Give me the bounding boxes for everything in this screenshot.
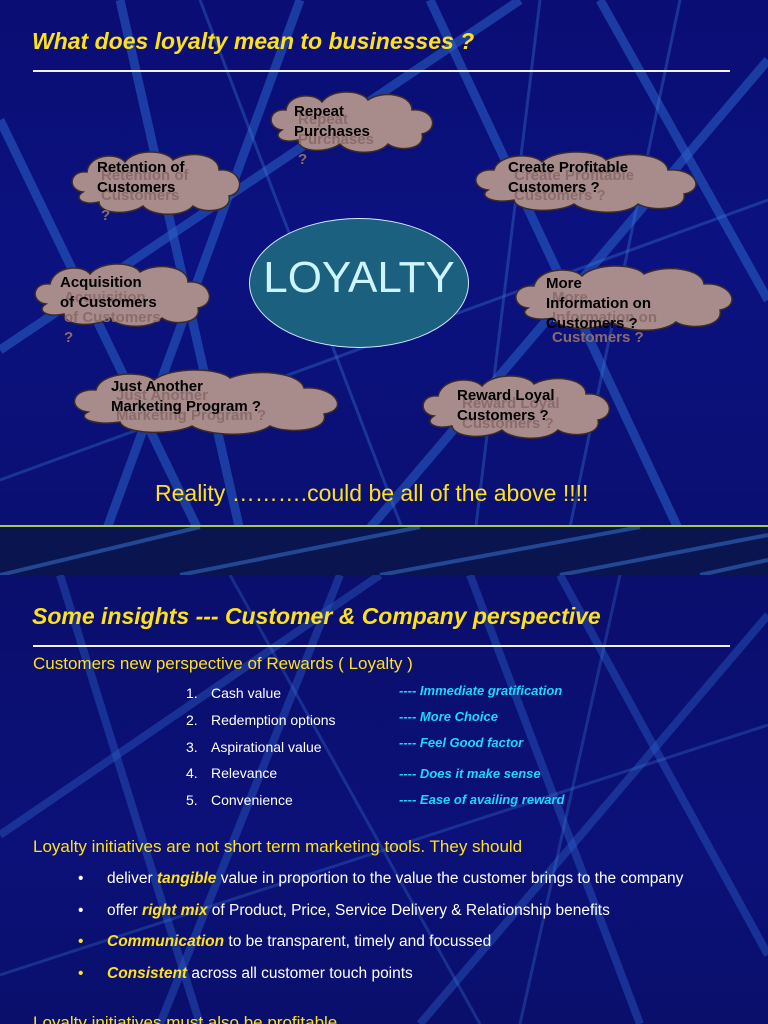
background-light-streaks xyxy=(0,0,768,575)
cloud-label: Create Profitable Customers ? xyxy=(508,159,629,196)
title-divider xyxy=(33,70,730,72)
cloud-shadow-text: Just Another Marketing Program ? xyxy=(116,387,267,424)
list-number: 1. xyxy=(186,685,198,701)
cloud-label: Just Another Marketing Program ? xyxy=(111,378,262,415)
bullet-item: • offer right mix of Product, Price, Serv… xyxy=(78,902,610,920)
cloud-shape xyxy=(475,151,697,213)
bullet-pre: deliver xyxy=(107,870,157,887)
cloud-marketing-program: Just Another Marketing Program ? Just An… xyxy=(64,362,354,440)
bullet-pre: offer xyxy=(107,902,143,919)
initiatives-heading: Loyalty initiatives are not short term m… xyxy=(33,837,523,856)
cloud-more-information: More Information on Customers ? More Inf… xyxy=(506,258,746,346)
list-label: Redemption options xyxy=(211,712,336,728)
cloud-shape xyxy=(34,263,211,327)
title-divider xyxy=(33,645,730,647)
slide-separator-line xyxy=(0,525,768,527)
cloud-shape xyxy=(71,151,241,215)
rewards-perspective-heading: Customers new perspective of Rewards ( L… xyxy=(33,654,413,673)
bullet-post: value in proportion to the value the cus… xyxy=(216,870,684,887)
cloud-shadow-text: Retention of Customers ? xyxy=(101,167,189,224)
list-item: 1. Cash value xyxy=(186,685,281,701)
cloud-shape xyxy=(422,375,610,439)
list-item: 4. Relevance xyxy=(186,765,277,781)
list-item: 3. Aspirational value xyxy=(186,739,322,755)
bullet-marker: • xyxy=(78,902,84,919)
list-note: ---- More Choice xyxy=(399,709,498,724)
list-note: ---- Immediate gratification xyxy=(399,683,563,698)
cloud-repeat-purchases: Repeat Purchases ? Repeat Purchases xyxy=(262,86,442,168)
list-note: ---- Does it make sense xyxy=(399,766,541,781)
bullet-highlight: Consistent xyxy=(107,965,188,982)
slide-loyalty-meaning: What does loyalty mean to businesses ? R… xyxy=(0,0,768,575)
slide-title: Some insights --- Customer & Company per… xyxy=(32,603,601,629)
list-number: 2. xyxy=(186,712,198,728)
list-number: 4. xyxy=(186,765,198,781)
list-item: 2. Redemption options xyxy=(186,712,336,728)
bullet-item: • Consistent across all customer touch po… xyxy=(78,965,413,983)
bullet-marker: • xyxy=(78,933,84,950)
cloud-retention: Retention of Customers ? Retention of Cu… xyxy=(63,144,251,224)
bullet-post: of Product, Price, Service Delivery & Re… xyxy=(207,902,610,919)
cloud-shape xyxy=(73,369,339,435)
cloud-shadow-text: Repeat Purchases ? xyxy=(298,111,374,168)
cloud-shape xyxy=(515,265,733,331)
list-note: ---- Feel Good factor xyxy=(399,735,524,750)
list-note: ---- Ease of availing reward xyxy=(399,792,565,807)
cloud-label: Acquisition of Customers xyxy=(60,274,157,311)
bullet-marker: • xyxy=(78,870,84,887)
bullet-highlight: right mix xyxy=(142,902,208,919)
loyalty-center-label: LOYALTY xyxy=(263,253,455,302)
slide-insights: Some insights --- Customer & Company per… xyxy=(0,575,768,1024)
list-number: 5. xyxy=(186,792,198,808)
slide-title: What does loyalty mean to businesses ? xyxy=(32,28,475,54)
cloud-acquisition: Acquisition of Customers ? Acquisition o… xyxy=(26,258,222,346)
list-label: Aspirational value xyxy=(211,739,322,755)
cloud-shadow-text: Reward Loyal Customers ? xyxy=(462,395,560,432)
cloud-label: Retention of Customers xyxy=(97,159,185,196)
cloud-reward-loyal: Reward Loyal Customers ? Reward Loyal Cu… xyxy=(414,370,620,442)
loyalty-center-ellipse: LOYALTY xyxy=(249,218,469,348)
cloud-label: Reward Loyal Customers ? xyxy=(457,387,555,424)
bullet-highlight: Communication xyxy=(107,933,225,950)
cloud-shadow-text: Acquisition of Customers ? xyxy=(64,289,161,346)
list-label: Cash value xyxy=(211,685,282,701)
list-number: 3. xyxy=(186,739,198,755)
background-light-streaks xyxy=(0,575,768,1024)
cloud-label: More Information on Customers ? xyxy=(546,275,651,332)
cloud-profitable-customers: Create Profitable Customers ? Create Pro… xyxy=(466,146,712,214)
bullet-marker: • xyxy=(78,965,84,982)
list-label: Relevance xyxy=(211,765,278,781)
reality-statement: Reality ……….could be all of the above !!… xyxy=(155,480,589,506)
cloud-label: Repeat Purchases xyxy=(294,103,370,140)
cloud-shadow-text: More Information on Customers ? xyxy=(552,289,657,346)
cloud-shape xyxy=(270,91,434,153)
bullet-post: to be transparent, timely and focussed xyxy=(224,933,492,950)
bullet-item: • Communication to be transparent, timely… xyxy=(78,933,491,951)
cloud-shadow-text: Create Profitable Customers ? xyxy=(514,167,635,204)
cut-off-heading: Loyalty initiatives must also be profita… xyxy=(33,1013,338,1024)
list-item: 5. Convenience xyxy=(186,792,293,808)
bullet-post: across all customer touch points xyxy=(187,965,413,982)
bullet-item: • deliver tangible value in proportion to… xyxy=(78,870,683,888)
list-label: Convenience xyxy=(211,792,293,808)
bullet-highlight: tangible xyxy=(156,870,217,887)
